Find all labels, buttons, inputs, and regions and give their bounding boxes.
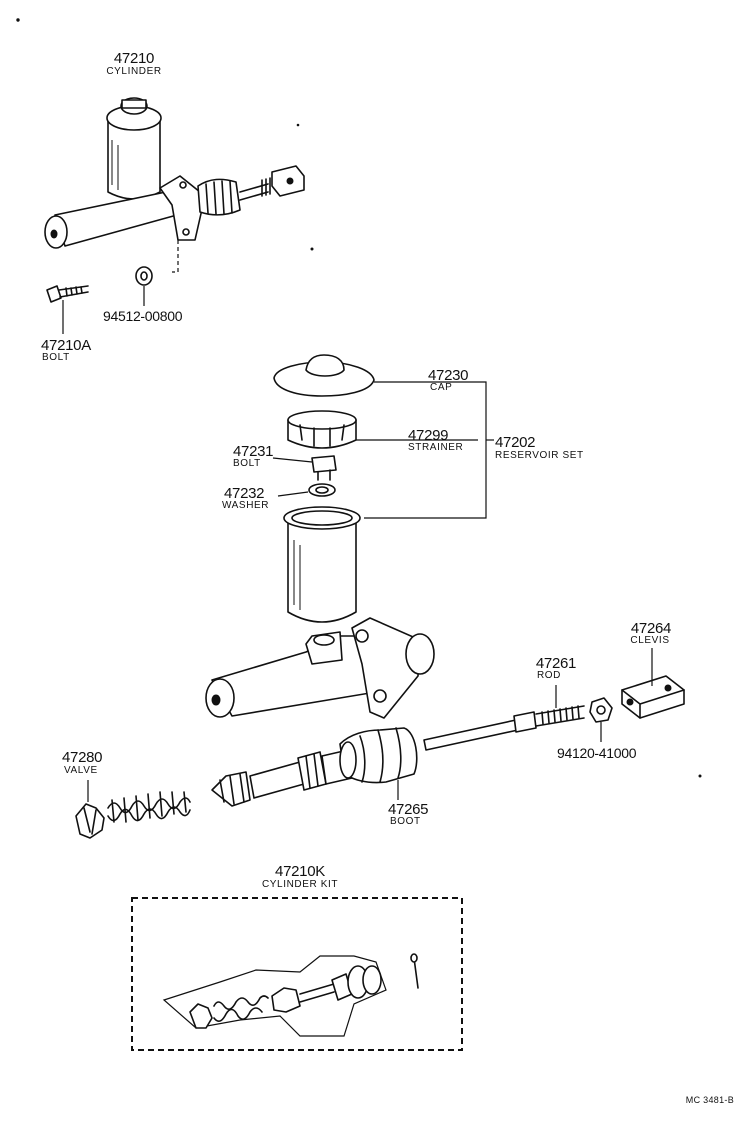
rod-drawing (423, 685, 585, 751)
part-name-boot: BOOT (390, 816, 421, 827)
part-number-clevis: 47264 (630, 620, 672, 637)
part-name-bolt-top: BOLT (42, 352, 70, 363)
reservoir-set-bracket (364, 381, 487, 519)
cap-drawing (273, 354, 478, 397)
washer-top-drawing (135, 266, 153, 306)
part-number-nut: 94120-41000 (557, 745, 637, 761)
part-number-cylinder-kit: 47210K (275, 863, 325, 880)
part-number-rod: 47261 (535, 655, 577, 672)
reservoir-cup-drawing (283, 506, 361, 623)
spring-drawing (107, 791, 191, 823)
reservoir-bolt-drawing (272, 455, 337, 481)
part-name-reservoir-set: RESERVOIR SET (495, 450, 584, 461)
part-name-valve: VALVE (64, 765, 98, 776)
part-number-reservoir-washer: 47232 (224, 485, 265, 502)
clevis-drawing (621, 648, 685, 719)
strainer-drawing (287, 410, 478, 449)
piston-drawing (211, 749, 353, 807)
part-number-washer-top: 94512-00800 (103, 308, 183, 324)
boot-drawing (339, 727, 418, 800)
assembled-cylinder-drawing (44, 97, 305, 273)
part-name-reservoir-washer: WASHER (222, 500, 270, 511)
part-name-rod: ROD (536, 670, 562, 681)
part-name-strainer: STRAINER (408, 442, 464, 453)
valve-drawing (75, 780, 105, 839)
part-number-strainer: 47299 (408, 427, 449, 444)
part-number-bolt-top: 47210A (41, 337, 91, 354)
part-number-cap: 47230 (428, 367, 469, 384)
reservoir-washer-drawing (277, 483, 336, 497)
nut-drawing (589, 697, 613, 742)
part-number-boot: 47265 (388, 801, 429, 818)
cylinder-kit-drawing (162, 953, 419, 1037)
part-name-clevis: CLEVIS (630, 635, 670, 646)
part-name-reservoir-bolt: BOLT (233, 458, 261, 469)
bolt-top-drawing (46, 285, 89, 334)
part-number-valve: 47280 (62, 749, 103, 766)
figure-code: MC 3481-B (685, 1095, 734, 1105)
part-name-cylinder-kit: CYLINDER KIT (261, 879, 339, 890)
part-number-reservoir-bolt: 47231 (233, 443, 274, 460)
part-name-cap: CAP (430, 382, 453, 393)
cylinder-body-drawing (205, 617, 435, 719)
part-number-cylinder: 47210 (113, 50, 155, 67)
part-name-cylinder: CYLINDER (106, 66, 162, 77)
part-number-reservoir-set: 47202 (495, 434, 536, 451)
cylinder-kit-box (131, 897, 463, 1051)
